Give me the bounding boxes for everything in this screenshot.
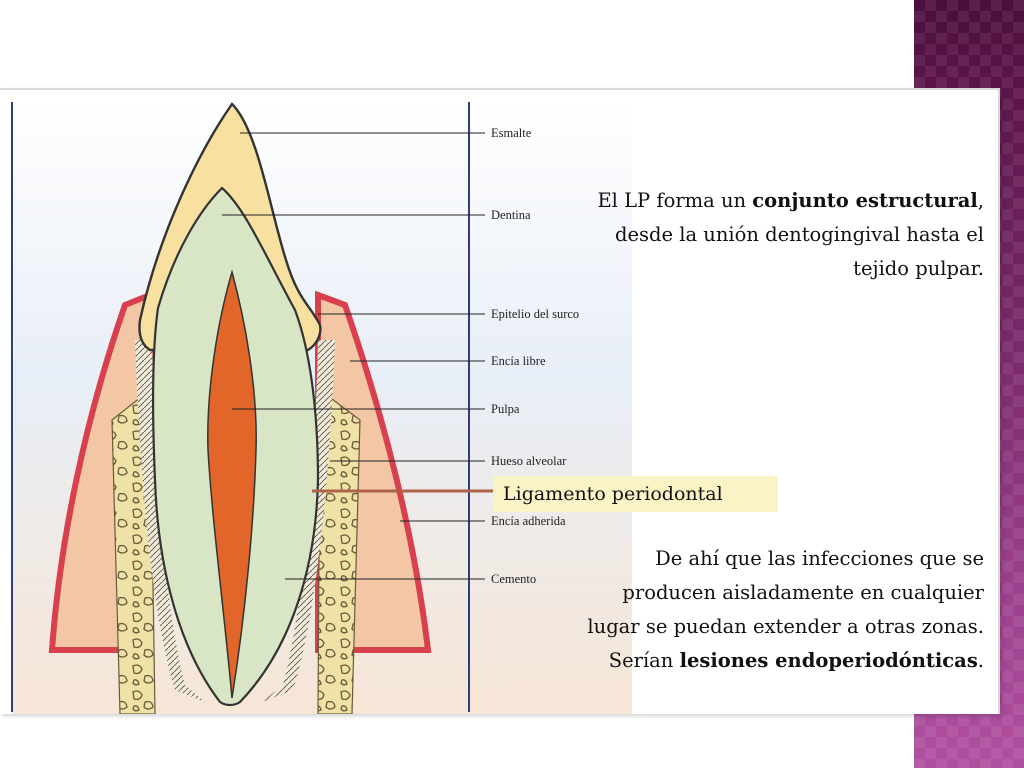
label-dentina: Dentina bbox=[491, 208, 531, 222]
p2-text-a: De ahí que las infecciones que se produc… bbox=[587, 547, 984, 672]
callout-ligamento-periodontal: Ligamento periodontal bbox=[493, 476, 778, 512]
label-encia-libre: Encía libre bbox=[491, 354, 546, 368]
label-pulpa: Pulpa bbox=[491, 402, 520, 416]
p1-bold: conjunto estructural bbox=[752, 189, 978, 212]
label-esmalte: Esmalte bbox=[491, 126, 532, 140]
slide: Esmalte Dentina Epitelio del surco Encía… bbox=[0, 88, 1000, 714]
label-cemento: Cemento bbox=[491, 572, 537, 586]
p1-text-c: , desde la unión dentogingival hasta el … bbox=[614, 189, 984, 280]
label-epitelio-del-surco: Epitelio del surco bbox=[491, 307, 580, 321]
paragraph-lp-structure: El LP forma un conjunto estructural, des… bbox=[564, 184, 984, 286]
alveolar-bone bbox=[111, 388, 361, 714]
p1-text-a: El LP forma un bbox=[597, 189, 753, 212]
p2-bold: lesiones endoperiodónticas bbox=[679, 649, 978, 672]
pulp bbox=[207, 269, 257, 699]
label-hueso-alveolar: Hueso alveolar bbox=[491, 454, 567, 468]
paragraph-infections: De ahí que las infecciones que se produc… bbox=[584, 542, 984, 678]
label-encia-adherida: Encía adherida bbox=[491, 514, 566, 528]
p2-text-c: . bbox=[977, 649, 984, 672]
tooth-diagram bbox=[11, 100, 632, 714]
leader-lines bbox=[222, 132, 485, 580]
